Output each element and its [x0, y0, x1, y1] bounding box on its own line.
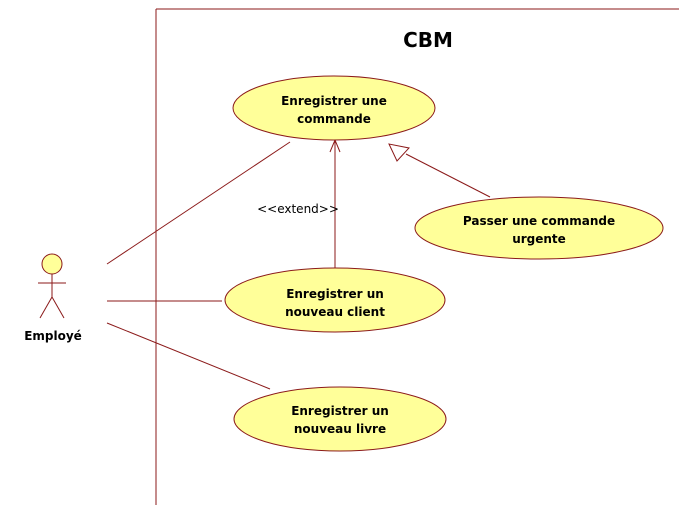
usecase-passer-commande-urgente-shape [414, 196, 664, 260]
association-actor-enregistrer-commande [106, 141, 291, 265]
usecase-passer-commande-urgente-label-2: urgente [512, 232, 566, 246]
actor-left-leg [39, 296, 53, 319]
generalization-line [405, 153, 491, 198]
extend-relation: <<extend>> [257, 138, 341, 268]
usecase-enregistrer-livre-label-1: Enregistrer un [291, 404, 389, 418]
usecase-enregistrer-commande-label-1: Enregistrer une [281, 94, 387, 108]
usecase-enregistrer-livre-label-2: nouveau livre [294, 422, 386, 436]
usecase-enregistrer-client-label-1: Enregistrer un [286, 287, 384, 301]
usecase-enregistrer-commande[interactable]: Enregistrer une commande [232, 75, 436, 141]
system-title: CBM [403, 28, 453, 52]
actor-employe[interactable]: Employé [24, 253, 82, 343]
usecase-enregistrer-commande-label-2: commande [297, 112, 371, 126]
usecase-enregistrer-client-shape [224, 267, 446, 333]
actor-right-leg [51, 296, 65, 319]
generalization-arrowhead [388, 143, 410, 162]
usecase-enregistrer-livre-shape [233, 386, 447, 452]
generalization-relation [388, 143, 491, 198]
extend-label: <<extend>> [257, 202, 339, 216]
actor-head [41, 253, 63, 275]
usecase-passer-commande-urgente[interactable]: Passer une commande urgente [414, 196, 664, 260]
association-actor-enregistrer-livre [106, 322, 271, 390]
usecase-enregistrer-client-label-2: nouveau client [285, 305, 385, 319]
usecase-enregistrer-client[interactable]: Enregistrer un nouveau client [224, 267, 446, 333]
usecase-enregistrer-commande-shape [232, 75, 436, 141]
system-boundary: CBM [155, 8, 679, 505]
usecase-enregistrer-livre[interactable]: Enregistrer un nouveau livre [233, 386, 447, 452]
actor-name: Employé [24, 329, 82, 343]
usecase-passer-commande-urgente-label-1: Passer une commande [463, 214, 615, 228]
